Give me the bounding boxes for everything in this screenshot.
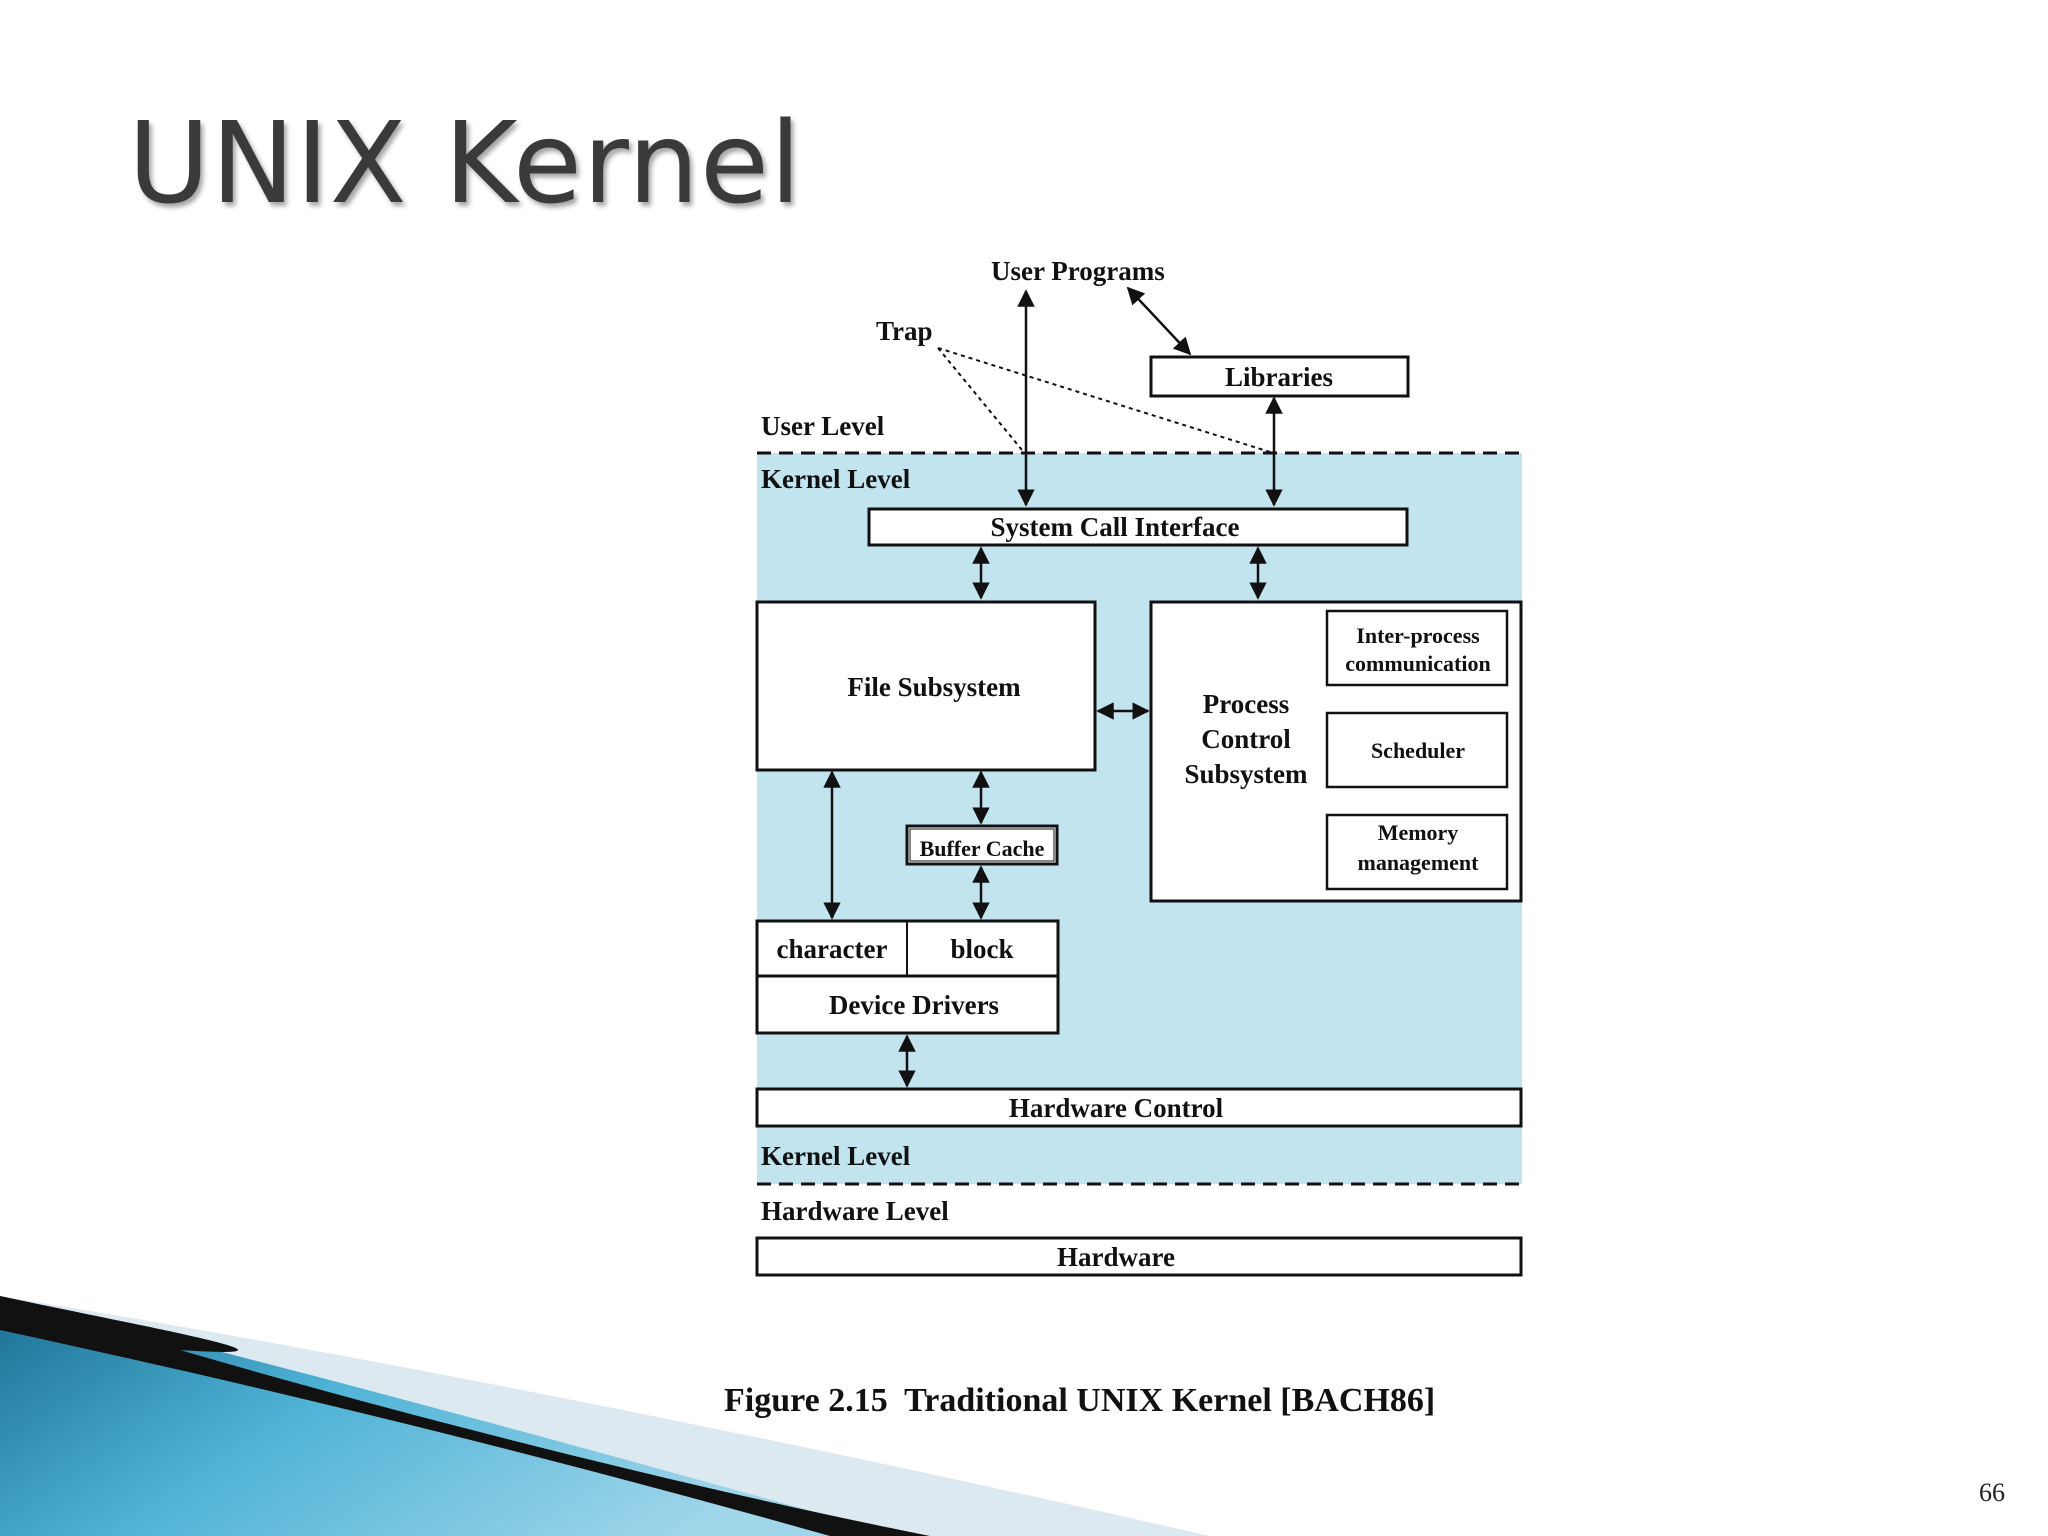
memory-management-label-1: Memory [1378,820,1459,845]
process-control-label-2: Control [1201,724,1291,754]
ipc-box [1325,609,1509,687]
trap-label: Trap [876,316,933,346]
hardware-level-label: Hardware Level [761,1196,949,1226]
page-number: 66 [1979,1478,2005,1507]
arrow-userprograms-libraries [1126,286,1192,356]
device-drivers-label: Device Drivers [829,990,999,1020]
kernel-level-bottom-label: Kernel Level [761,1141,911,1171]
buffer-cache-label: Buffer Cache [920,836,1045,861]
libraries-box [1149,355,1410,398]
process-control-label-3: Subsystem [1184,759,1308,789]
scheduler-box [1325,711,1509,789]
ipc-label-1: Inter-process [1356,623,1480,648]
swoosh-dark [0,1296,930,1536]
libraries-label: Libraries [1225,362,1333,392]
process-control-label-1: Process [1203,689,1289,719]
user-programs-label: User Programs [991,256,1165,286]
memory-management-label-2: management [1358,850,1480,875]
file-subsystem-label: File Subsystem [847,672,1021,702]
hardware-control-label: Hardware Control [1009,1093,1224,1123]
file-subsystem-box [755,600,1097,772]
hardware-box [755,1236,1523,1277]
hardware-control-box [755,1087,1523,1128]
memory-management-box [1325,813,1509,891]
system-call-interface-box [867,507,1409,547]
scheduler-label: Scheduler [1371,738,1465,763]
buffer-cache-box [905,824,1059,866]
slide-title: UNIX Kernel [128,99,802,229]
figure-caption: Figure 2.15 Traditional UNIX Kernel [BAC… [724,1382,1436,1419]
swoosh-blue [0,1296,900,1536]
character-label: character [777,934,888,964]
trap-line-left [937,347,1023,451]
ipc-label-2: communication [1345,651,1490,676]
hardware-label: Hardware [1057,1242,1175,1272]
kernel-level-top-label: Kernel Level [761,464,911,494]
trap-line-right [937,347,1271,453]
block-label: block [950,934,1013,964]
system-call-interface-label: System Call Interface [991,512,1240,542]
user-level-label: User Level [761,411,885,441]
